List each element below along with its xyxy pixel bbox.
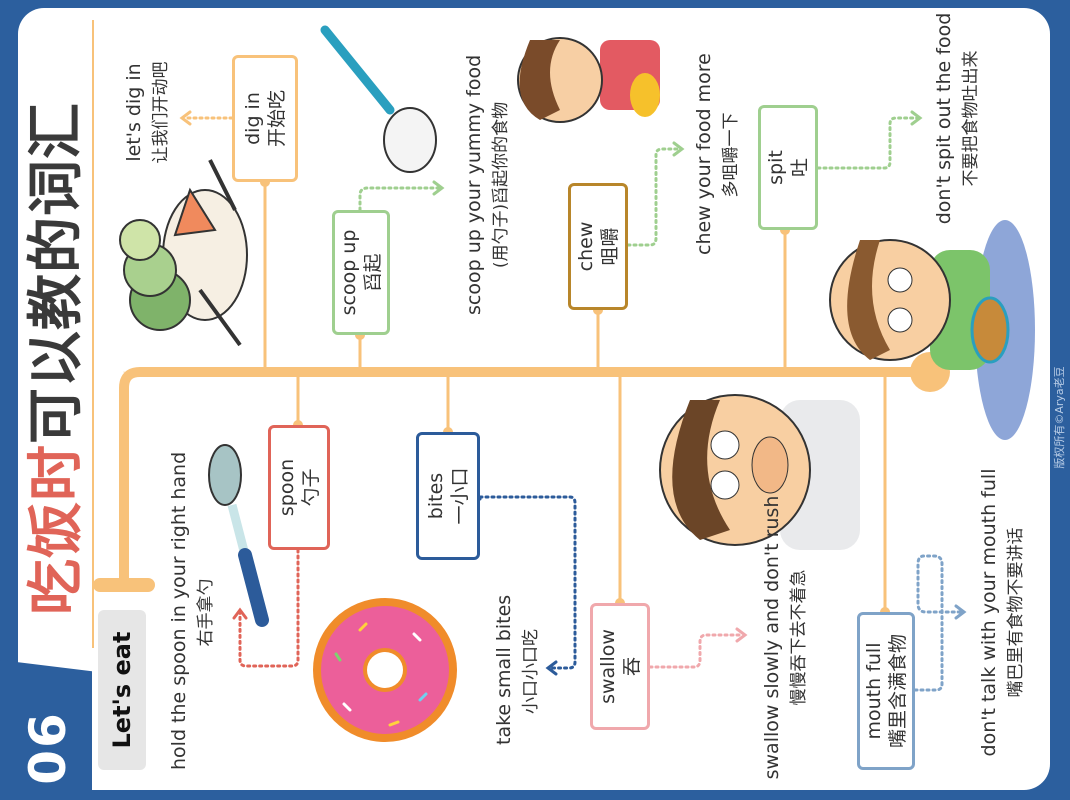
word-en: dig in: [242, 92, 264, 145]
sentence-bites: take small bites 小口小口吃: [490, 594, 546, 745]
word-en: swallow: [597, 629, 619, 704]
vegetable-plate-illustration: [119, 159, 248, 347]
sentence-en: swallow slowly and don't rush: [761, 495, 783, 780]
sentence-zh: 小口小口吃: [521, 629, 541, 714]
word-zh: 嘴里含满食物: [887, 634, 909, 749]
arrow-chew: [626, 147, 682, 247]
word-zh: 咀嚼: [599, 227, 621, 266]
child-eating-illustration: [517, 37, 660, 123]
arrow-swallow: [648, 633, 745, 669]
sentence-zh: (用勺子)舀起你的食物: [491, 101, 511, 269]
sentence-en: don't spit out the food: [933, 12, 955, 225]
sentence-dig-in: let's dig in 让我们开动吧: [120, 45, 176, 180]
word-zh: 吞: [621, 657, 643, 677]
sentence-zh: 嘴巴里有食物不要讲话: [1006, 527, 1026, 698]
word-zh: 舀起: [362, 253, 384, 292]
sentence-zh: 不要把食物吐出来: [961, 50, 981, 187]
sentence-en: hold the spoon in your right hand: [168, 451, 190, 770]
word-en: bites: [425, 472, 447, 520]
arrow-bites: [478, 495, 577, 670]
arrow-spoon: [238, 548, 300, 668]
word-zh: 吐: [789, 158, 811, 178]
word-zh: 开始吃: [266, 90, 288, 148]
sentence-zh: 多咀嚼一下: [721, 112, 741, 198]
spoon-illustration: [208, 444, 269, 627]
sentence-zh: 慢慢吞下去不着急: [789, 569, 809, 706]
sentence-en: chew your food more: [693, 53, 715, 255]
word-en: scoop up: [338, 229, 360, 316]
sentence-zh: 让我们开动吧: [151, 61, 171, 164]
sentence-en: don't talk with your mouth full: [978, 468, 1000, 757]
arrow-spit: [816, 116, 920, 170]
word-en: spit: [765, 150, 787, 185]
word-zh: 一小口: [449, 467, 471, 525]
sentence-swallow: swallow slowly and don't rush 慢慢吞下去不着急: [758, 495, 814, 780]
child-covering-mouth-illustration: [659, 394, 860, 550]
timeline: [93, 180, 935, 614]
sentence-en: let's dig in: [123, 63, 145, 162]
sentence-spit: don't spit out the food 不要把食物吐出来: [930, 12, 986, 225]
arrow-scoop: [358, 186, 442, 212]
donut-illustration: [313, 598, 457, 742]
word-en: chew: [575, 221, 597, 272]
sentence-scoop-up: scoop up your yummy food (用勺子)舀起你的食物: [460, 55, 516, 315]
arrow-mouth-full: [913, 554, 964, 692]
sentence-mouth-full: don't talk with your mouth full 嘴巴里有食物不要讲…: [975, 465, 1031, 760]
child-spitting-illustration: [829, 220, 1035, 440]
word-zh: 勺子: [300, 468, 322, 507]
sentence-zh: 右手拿勺: [196, 578, 216, 647]
sentence-spoon: hold the spoon in your right hand 右手拿勺: [165, 451, 221, 770]
sentence-en: scoop up your yummy food: [463, 54, 485, 315]
sentence-chew: chew your food more 多咀嚼一下: [690, 53, 746, 255]
scoop-spoon-illustration: [320, 25, 437, 173]
sentence-en: take small bites: [493, 594, 515, 745]
word-en: spoon: [276, 458, 298, 517]
copyright-text: 版权所有©Arya老豆: [1053, 366, 1066, 469]
word-en: mouth full: [863, 642, 885, 740]
